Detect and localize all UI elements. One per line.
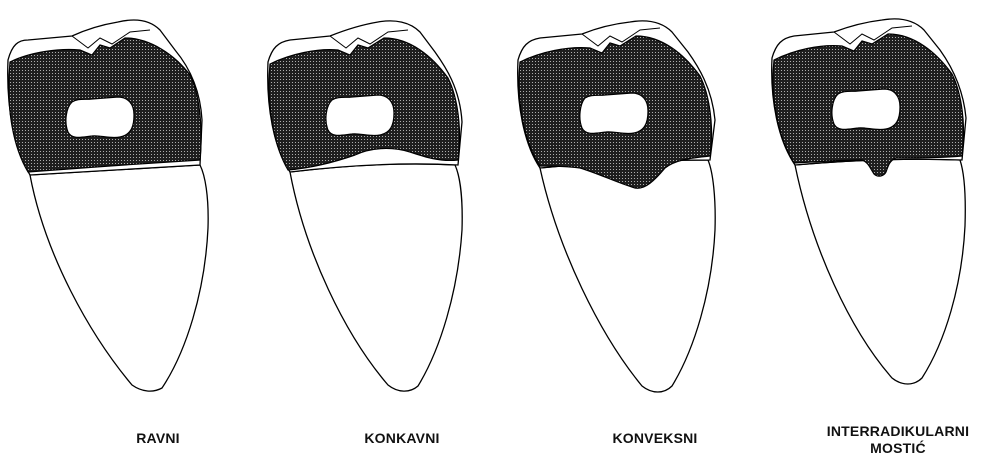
- tooth-konkavni: [268, 21, 462, 391]
- root-outline: [795, 159, 965, 384]
- caption-ravni: RAVNI: [98, 430, 218, 447]
- root-outline: [30, 165, 208, 391]
- caption-line-2: MOSTIĆ: [808, 440, 988, 457]
- tooth-interradikularni-mostic: [772, 19, 966, 384]
- tooth-ravni: [8, 20, 208, 391]
- caption-konveksni: KONVEKSNI: [585, 430, 725, 447]
- pulp-chamber: [66, 97, 134, 138]
- tooth-konveksni: [518, 21, 715, 392]
- caption-konkavni: KONKAVNI: [332, 430, 472, 447]
- root-outline: [290, 164, 462, 391]
- pulp-chamber: [326, 95, 394, 136]
- root-outline: [540, 160, 715, 392]
- pulp-chamber: [580, 93, 648, 134]
- caption-interradikularni-mostic: INTERRADIKULARNI MOSTIĆ: [808, 423, 988, 457]
- caption-line-1: INTERRADIKULARNI: [808, 423, 988, 440]
- pulp-chamber: [832, 89, 900, 130]
